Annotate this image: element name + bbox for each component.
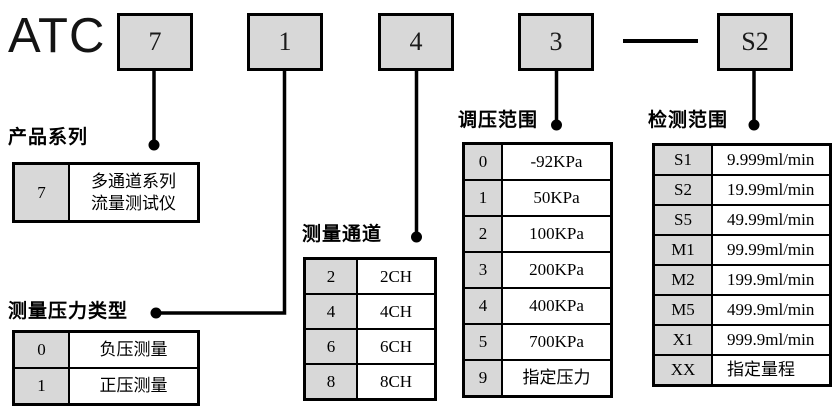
value-cell: 199.9ml/min [711,264,832,296]
value-cell: 400KPa [501,287,613,325]
value-cell: 8CH [356,363,437,401]
code-cell: M2 [652,264,713,296]
code-cell: 6 [303,328,358,365]
code-cell: 8 [303,363,358,401]
code-cell: 4 [462,287,503,325]
separator-dash [623,39,698,43]
value-cell: 99.99ml/min [711,234,832,266]
code-cell: 1 [462,179,503,217]
value-cell: 正压测量 [68,367,200,406]
code-cell: M1 [652,234,713,266]
code-cell: S2 [652,174,713,206]
value-cell: 19.99ml/min [711,174,832,206]
code-cell: M5 [652,294,713,326]
code-box-series: 7 [117,13,193,71]
code-cell: 7 [12,162,70,223]
value-cell: 200KPa [501,251,613,289]
code-cell: XX [652,354,713,387]
code-cell: S1 [652,143,713,176]
value-cell: 负压测量 [68,330,200,369]
value-cell: 4CH [356,293,437,330]
value-cell: 50KPa [501,179,613,217]
code-cell: 1 [12,367,70,406]
value-cell: 999.9ml/min [711,324,832,356]
value-cell: 2CH [356,257,437,295]
value-cell: 指定压力 [501,359,613,398]
code-cell: 9 [462,359,503,398]
code-cell: S5 [652,204,713,236]
value-cell: 指定量程 [711,354,832,387]
value-cell: 49.99ml/min [711,204,832,236]
code-cell: 2 [462,215,503,253]
group-label-product-series: 产品系列 [8,127,89,148]
code-cell: 5 [462,323,503,361]
code-cell: X1 [652,324,713,356]
code-cell: 4 [303,293,358,330]
value-cell: 100KPa [501,215,613,253]
group-label-pressure-range: 调压范围 [458,110,539,131]
code-cell: 0 [462,142,503,181]
value-cell: -92KPa [501,142,613,181]
value-cell: 多通道系列 流量测试仪 [68,162,200,223]
table-row: 0-92KPa [462,142,613,181]
code-cell: 0 [12,330,70,369]
code-box-pressure-range: 3 [518,13,594,71]
group-label-channels: 测量通道 [302,224,383,245]
group-label-detect-range: 检测范围 [648,110,729,131]
code-box-pressure-type: 1 [247,13,323,71]
code-box-detect-range: S2 [717,13,793,71]
value-cell: 499.9ml/min [711,294,832,326]
code-cell: 2 [303,257,358,295]
value-cell: 700KPa [501,323,613,361]
product-prefix: ATC [8,9,106,63]
value-cell: 9.999ml/min [711,143,832,176]
group-label-pressure-type: 测量压力类型 [8,301,129,322]
code-cell: 3 [462,251,503,289]
value-cell: 6CH [356,328,437,365]
code-box-channels: 4 [378,13,454,71]
